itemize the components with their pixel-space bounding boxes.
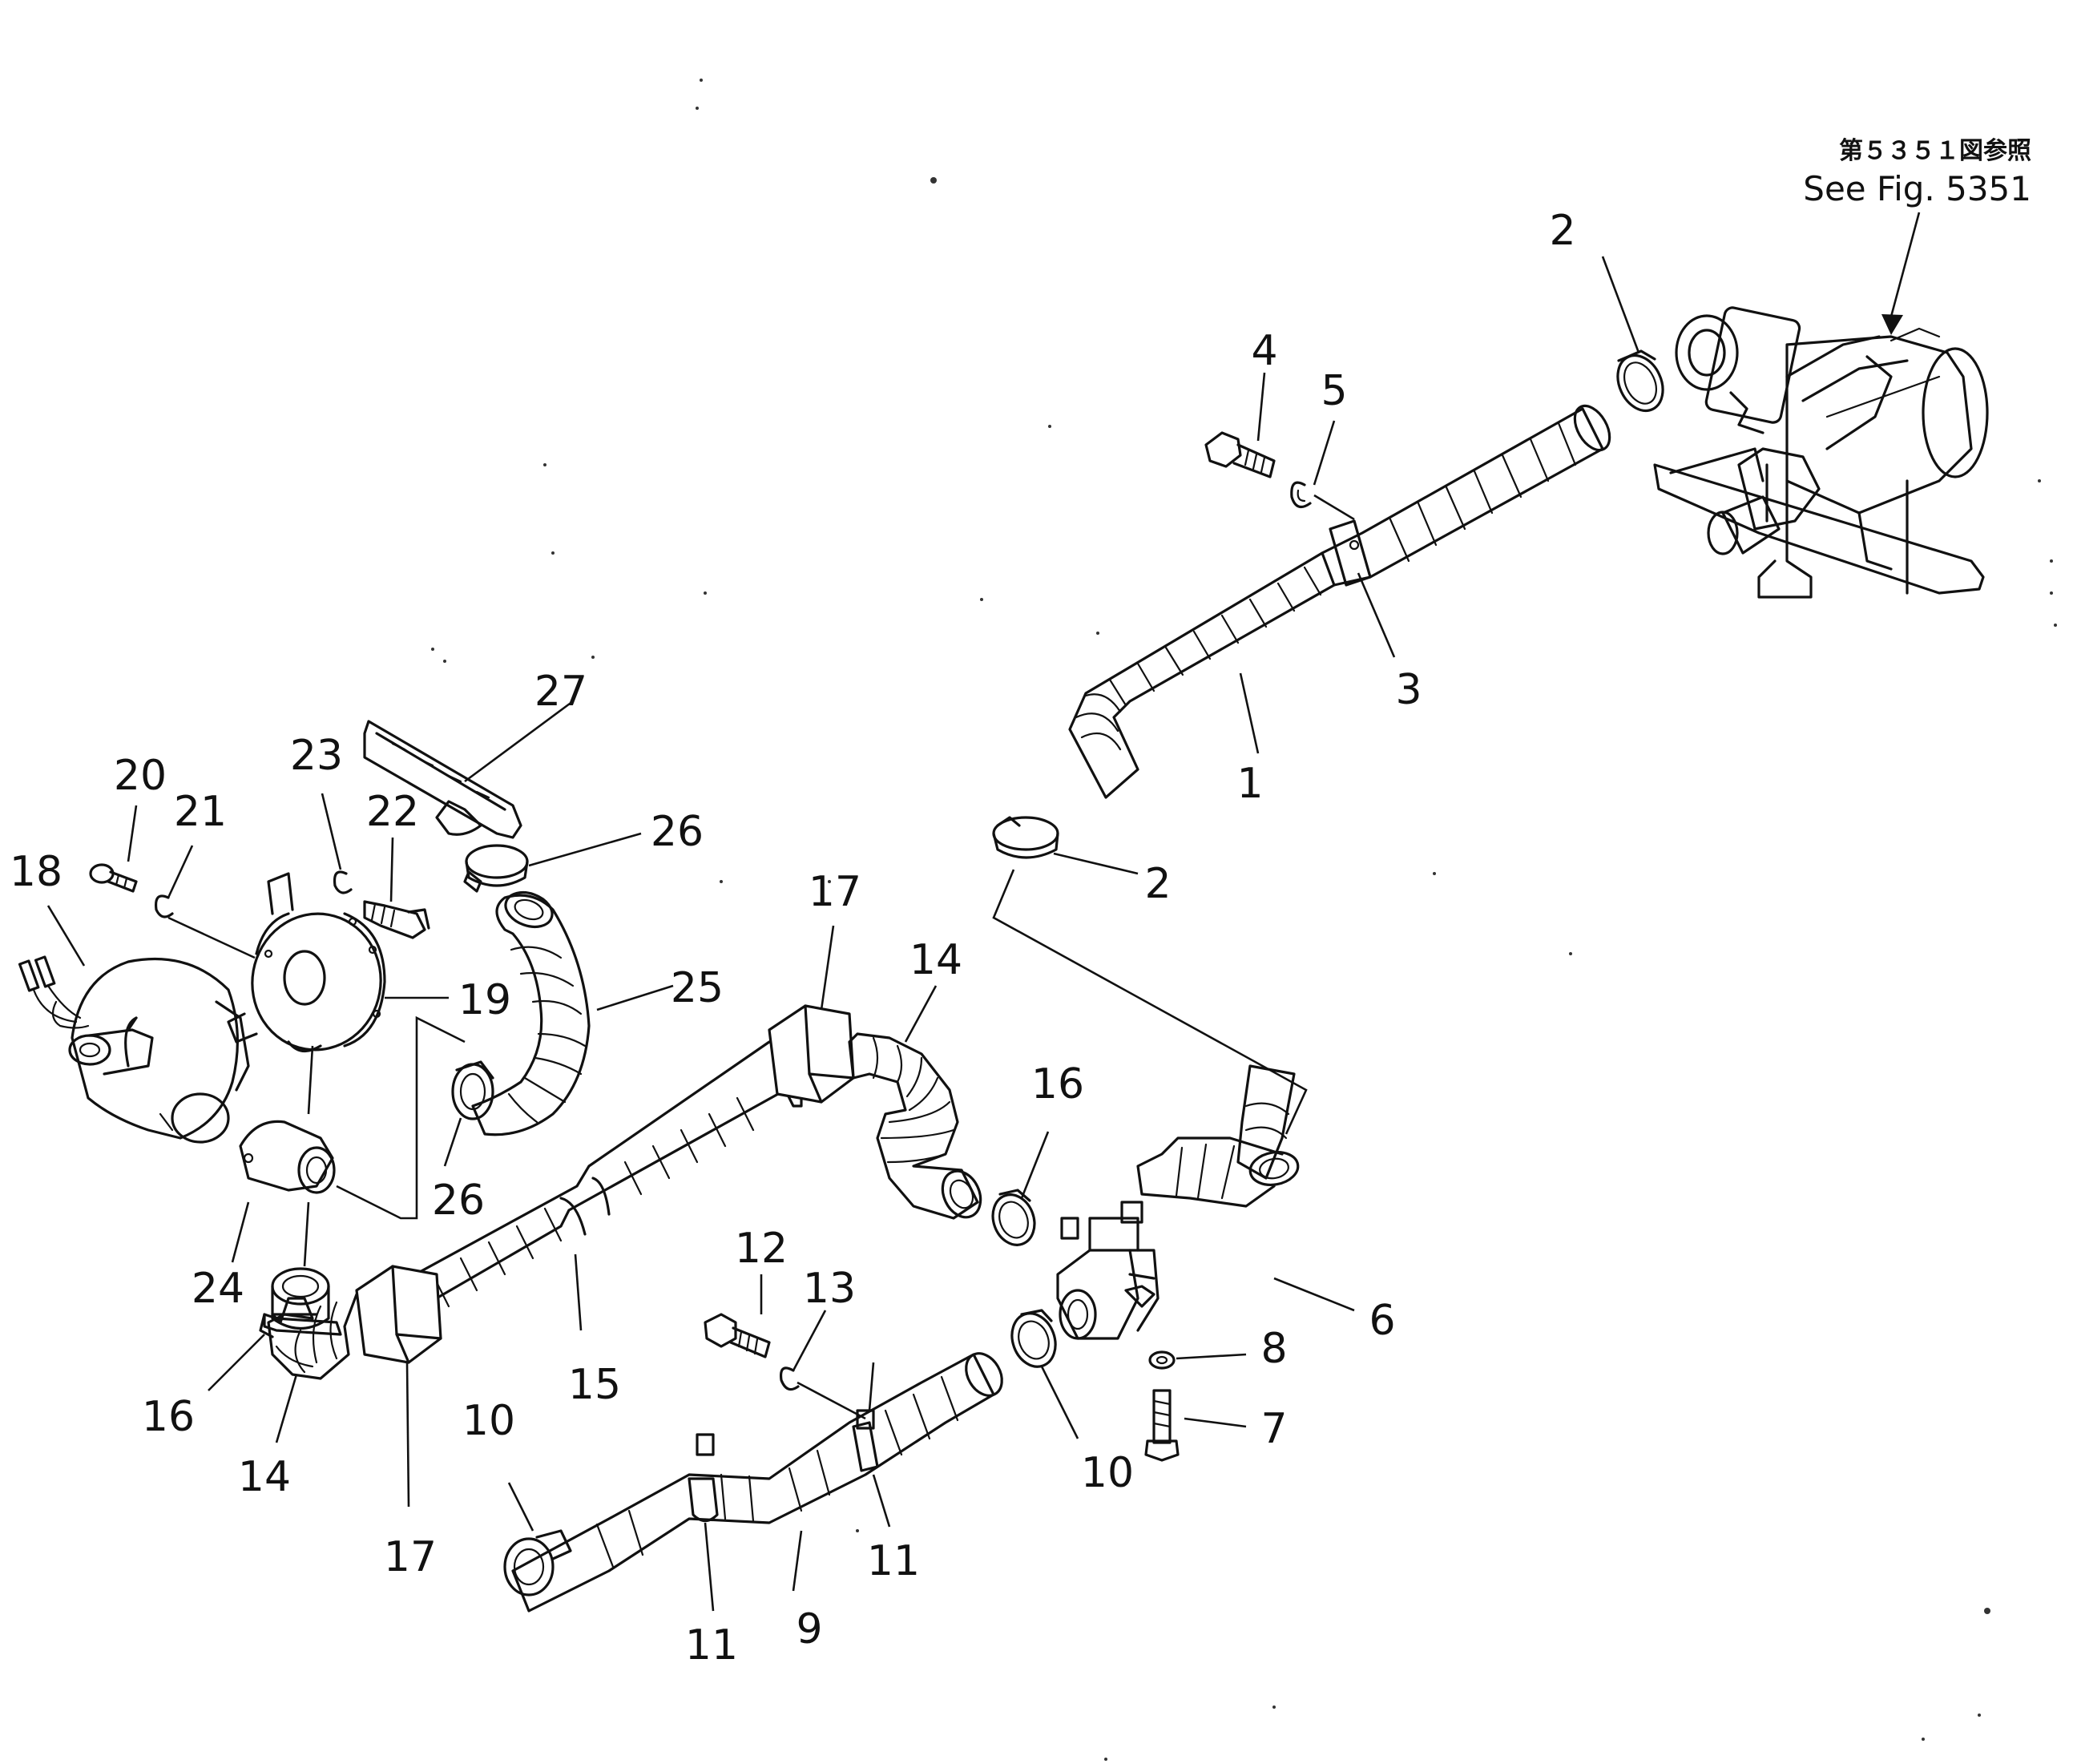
reference-japanese: 第５３５１図参照 xyxy=(1839,137,2031,165)
hose-25 xyxy=(471,890,591,1136)
callout-9: 9 xyxy=(796,1605,822,1653)
bolt-7 xyxy=(1144,1389,1180,1462)
callout-5: 5 xyxy=(1321,367,1347,415)
clamp-26-lower xyxy=(451,1060,494,1120)
callout-2-upper: 2 xyxy=(1549,207,1575,255)
callout-20: 20 xyxy=(114,752,167,800)
callout-19: 19 xyxy=(458,976,511,1024)
callout-13: 13 xyxy=(803,1265,856,1313)
callout-21: 21 xyxy=(174,788,227,836)
clamp-2-upper xyxy=(1616,349,1664,413)
hose-1-wraps xyxy=(1075,422,1577,751)
callout-6: 6 xyxy=(1369,1297,1395,1345)
hose-9 xyxy=(503,1352,1003,1613)
clamp-16-right xyxy=(991,1189,1036,1246)
elbow-14-lower xyxy=(267,1293,358,1380)
callout-4: 4 xyxy=(1251,327,1277,375)
washer-23 xyxy=(333,870,353,894)
clamp-26-upper xyxy=(463,844,529,893)
callout-14-lower: 14 xyxy=(238,1453,291,1501)
callout-7: 7 xyxy=(1260,1405,1287,1453)
bolt-4 xyxy=(1204,431,1276,478)
hose-6 xyxy=(1136,1064,1300,1208)
elbow-14-upper xyxy=(848,1032,982,1220)
duct-24 xyxy=(239,1120,336,1194)
callout-23: 23 xyxy=(290,732,343,780)
clamp-2-lower xyxy=(992,816,1059,859)
blower-motor-18 xyxy=(18,955,250,1144)
fitting-16-lower xyxy=(259,1267,342,1338)
callout-15: 15 xyxy=(568,1361,621,1409)
reference-note: 第５３５１図参照 See Fig. 5351 xyxy=(1803,137,2031,208)
reference-english: See Fig. 5351 xyxy=(1803,169,2031,208)
heater-unit xyxy=(1653,306,1989,599)
bolt-12 xyxy=(704,1313,771,1358)
washer-21 xyxy=(154,894,174,918)
connector-17-upper xyxy=(768,1004,855,1104)
washer-5 xyxy=(1290,481,1312,509)
callout-16-lower: 16 xyxy=(142,1393,195,1441)
callout-2-lower: 2 xyxy=(1144,860,1171,908)
callout-24: 24 xyxy=(192,1265,244,1313)
clamp-10-right xyxy=(1010,1309,1057,1368)
callout-17-upper: 17 xyxy=(809,868,861,916)
callout-14-upper: 14 xyxy=(909,936,962,984)
callout-26-lower: 26 xyxy=(432,1177,485,1225)
callout-16-upper: 16 xyxy=(1031,1060,1084,1108)
callout-27: 27 xyxy=(534,668,587,716)
scan-specks xyxy=(431,79,2057,1761)
callout-11-left: 11 xyxy=(685,1621,738,1669)
callout-8: 8 xyxy=(1260,1325,1287,1373)
callout-11-right: 11 xyxy=(867,1537,920,1585)
callout-3: 3 xyxy=(1395,666,1422,714)
plate-27 xyxy=(363,720,522,839)
callout-22: 22 xyxy=(366,788,419,836)
callout-10-right: 10 xyxy=(1081,1449,1134,1497)
washer-13 xyxy=(779,1366,800,1391)
blower-case-19 xyxy=(227,872,386,1052)
bolt-20 xyxy=(89,863,138,893)
callout-10-left: 10 xyxy=(462,1397,515,1445)
callout-17-lower: 17 xyxy=(384,1533,437,1581)
callout-12: 12 xyxy=(735,1225,788,1273)
hose-1 xyxy=(1068,404,1611,799)
connector-17-lower xyxy=(355,1265,442,1364)
reference-arrow xyxy=(1881,212,1921,335)
callout-1: 1 xyxy=(1236,760,1263,808)
bolt-22 xyxy=(363,900,430,939)
callout-18: 18 xyxy=(10,848,63,896)
callout-26-upper: 26 xyxy=(651,808,704,856)
leader-lines xyxy=(46,256,1640,1612)
washer-8 xyxy=(1148,1350,1176,1370)
valve-bracket xyxy=(1056,1201,1160,1340)
callout-25: 25 xyxy=(671,964,724,1012)
callout-labels: 1 2 2 3 4 5 6 7 8 9 10 10 11 11 12 13 14… xyxy=(10,207,1576,1669)
